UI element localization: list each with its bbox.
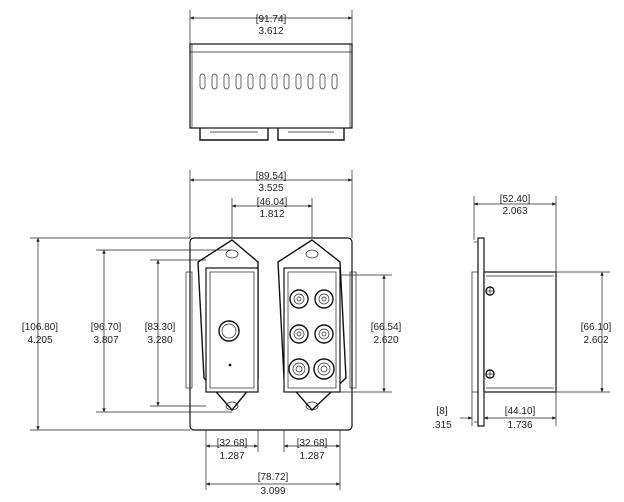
top-view-right-boss	[277, 128, 345, 141]
right-module-width-mm: [32.68]	[297, 438, 328, 449]
left-module-face	[205, 267, 259, 393]
plate-thickness-mm: [8]	[436, 406, 447, 417]
box-depth-mm: [44.10]	[505, 406, 536, 417]
top-width-mm: [91.74]	[256, 14, 287, 25]
top-view	[189, 10, 353, 141]
rotary-knob-icon	[218, 320, 240, 342]
side-depth-mm: [52.40]	[500, 194, 531, 205]
bottom-width-mm: [78.72]	[258, 472, 289, 483]
right-bottom-mount-hole	[305, 401, 319, 411]
left-module-width-mm: [32.68]	[217, 438, 248, 449]
right-opening-height-in: 2.620	[373, 335, 398, 346]
inner-width-mm: [46.04]	[257, 197, 288, 208]
plate-thickness-in: .315	[432, 420, 452, 431]
right-opening-height-mm: [66.54]	[371, 322, 402, 333]
bottom-width-in: 3.099	[260, 486, 285, 497]
side-view	[460, 196, 610, 427]
opening-height-in: 3.280	[147, 335, 172, 346]
rca-jack-icon	[288, 289, 335, 380]
side-height-mm: [66.10]	[581, 322, 612, 333]
top-view-left-boss	[199, 128, 269, 141]
top-width-in: 3.612	[258, 26, 283, 37]
left-bottom-mount-hole	[225, 401, 239, 411]
right-module-width-in: 1.287	[299, 451, 324, 462]
front-height-in: 4.205	[27, 335, 52, 346]
front-view	[30, 170, 392, 490]
opening-height-mm: [83.30]	[145, 322, 176, 333]
front-width-in: 3.525	[258, 183, 283, 194]
hole-spacing-in: 3.807	[93, 335, 118, 346]
side-height-in: 2.602	[583, 335, 608, 346]
indicator-led	[228, 363, 232, 367]
top-view-housing	[189, 43, 353, 129]
right-top-mount-hole	[305, 249, 319, 259]
side-depth-in: 2.063	[502, 206, 527, 217]
left-module-width-in: 1.287	[219, 451, 244, 462]
box-depth-in: 1.736	[507, 420, 532, 431]
side-plate	[477, 237, 485, 427]
front-height-mm: [106.80]	[22, 322, 58, 333]
front-width-mm: [89.54]	[256, 171, 287, 182]
side-box-body	[483, 271, 557, 393]
hole-spacing-mm: [96.70]	[91, 322, 122, 333]
inner-width-in: 1.812	[259, 209, 284, 220]
vent-slots	[199, 73, 338, 90]
phillips-screw-icon	[485, 286, 495, 379]
